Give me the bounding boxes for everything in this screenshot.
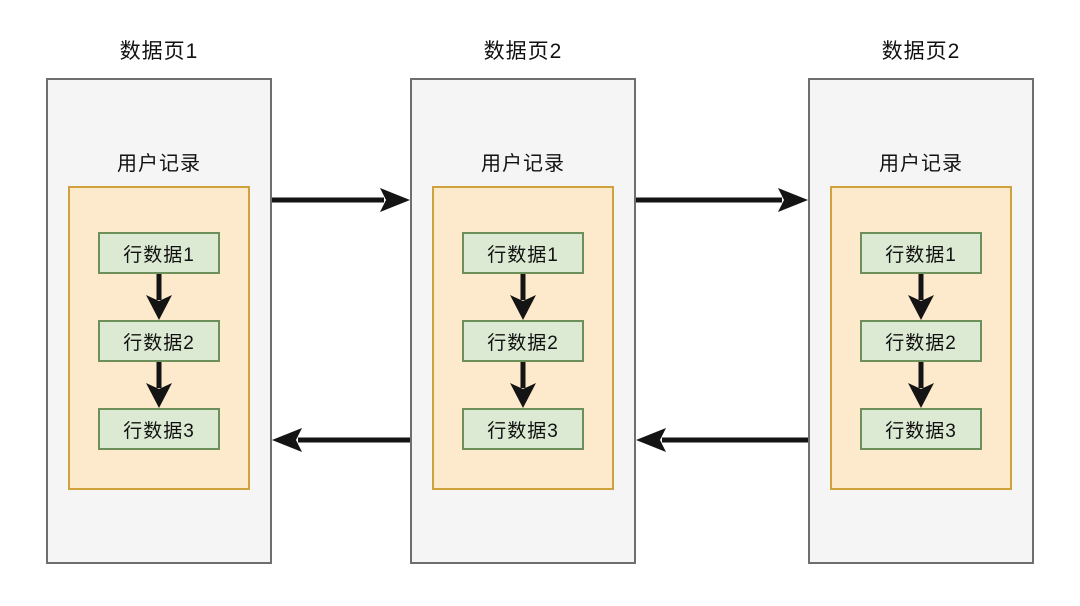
arrow-down-icon <box>146 362 172 408</box>
arrow-left-icon <box>636 428 808 452</box>
data-page-3: 数据页2 用户记录 行数据1 行数据2 行数据3 <box>808 38 1034 564</box>
row-box: 行数据2 <box>462 320 584 362</box>
row-box: 行数据3 <box>98 408 220 450</box>
page-title: 数据页2 <box>881 40 961 63</box>
row-box: 行数据1 <box>462 232 584 274</box>
data-page-2: 数据页2 用户记录 行数据1 行数据2 行数据3 <box>410 38 636 564</box>
arrow-down-icon <box>146 274 172 320</box>
row-box: 行数据1 <box>860 232 982 274</box>
arrow-down-icon <box>908 362 934 408</box>
page-box: 用户记录 行数据1 行数据2 行数据3 <box>808 78 1034 564</box>
record-label: 用户记录 <box>481 153 565 175</box>
data-page-1: 数据页1 用户记录 行数据1 行数据2 行数据3 <box>46 38 272 564</box>
row-box: 行数据2 <box>98 320 220 362</box>
page-title: 数据页1 <box>119 40 199 63</box>
record-box: 行数据1 行数据2 行数据3 <box>432 186 614 490</box>
arrow-down-icon <box>908 274 934 320</box>
arrow-down-icon <box>510 274 536 320</box>
arrow-right-icon <box>636 188 808 212</box>
arrow-down-icon <box>510 362 536 408</box>
row-box: 行数据1 <box>98 232 220 274</box>
page-box: 用户记录 行数据1 行数据2 行数据3 <box>46 78 272 564</box>
row-box: 行数据2 <box>860 320 982 362</box>
page-box: 用户记录 行数据1 行数据2 行数据3 <box>410 78 636 564</box>
record-box: 行数据1 行数据2 行数据3 <box>830 186 1012 490</box>
record-box: 行数据1 行数据2 行数据3 <box>68 186 250 490</box>
record-label: 用户记录 <box>117 153 201 175</box>
arrow-right-icon <box>272 188 410 212</box>
row-box: 行数据3 <box>860 408 982 450</box>
record-label: 用户记录 <box>879 153 963 175</box>
page-title: 数据页2 <box>483 40 563 63</box>
arrow-left-icon <box>272 428 410 452</box>
row-box: 行数据3 <box>462 408 584 450</box>
